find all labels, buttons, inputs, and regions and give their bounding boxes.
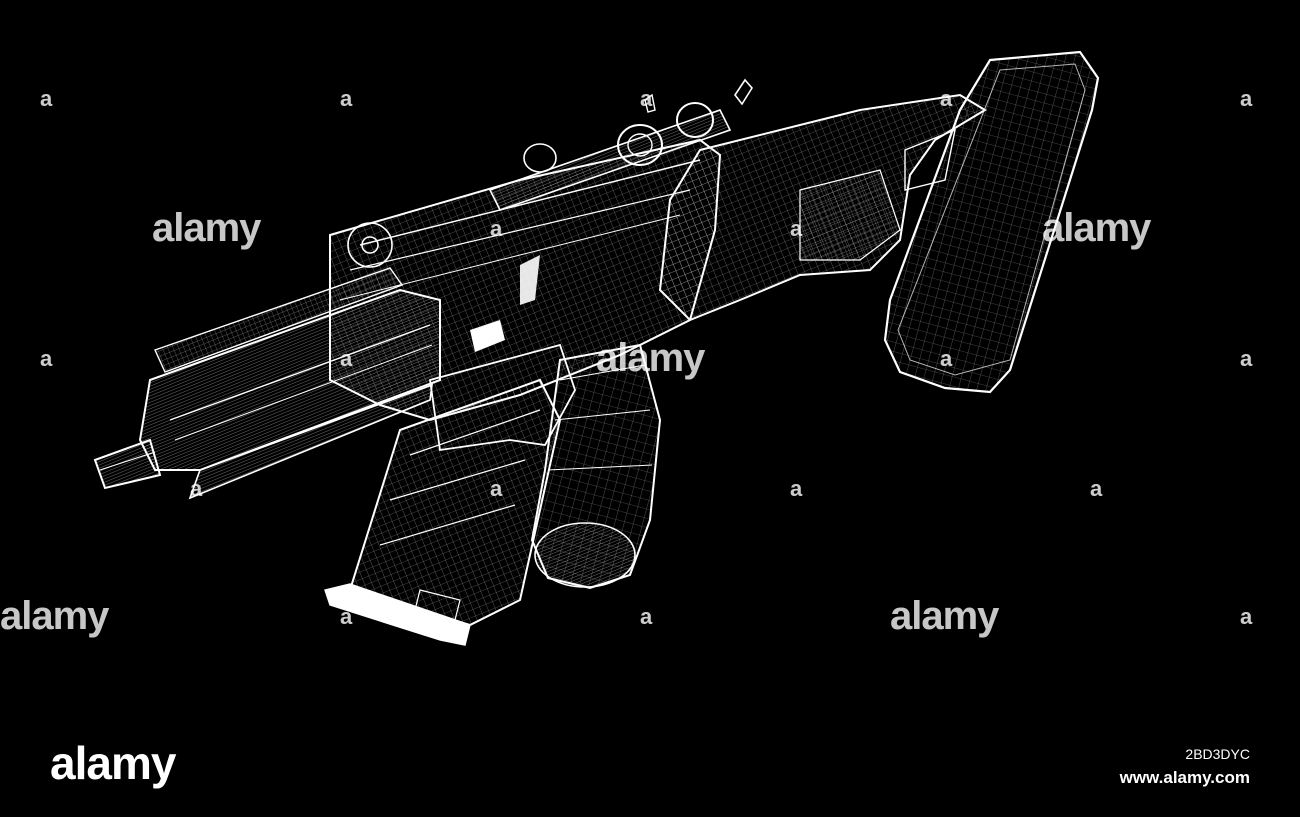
alamy-logo: alamy: [50, 737, 176, 789]
watermark-large: alamy: [1042, 206, 1151, 250]
watermark-small: a: [340, 86, 352, 111]
watermark-small: a: [190, 476, 202, 501]
watermark-small: a: [40, 86, 52, 111]
top-rail-sights: [488, 78, 753, 211]
watermark-small: a: [1240, 86, 1252, 111]
watermark-small: a: [490, 476, 502, 501]
watermark-small: a: [940, 346, 952, 371]
trigger-guard: [428, 343, 576, 452]
watermark-small: a: [640, 604, 652, 629]
watermark-small: a: [790, 216, 802, 241]
watermark-small: a: [790, 476, 802, 501]
stock-buttpad: [883, 50, 1100, 394]
watermark-large: alamy: [0, 594, 109, 638]
watermark-small: a: [940, 86, 952, 111]
watermark-large: alamy: [596, 336, 705, 380]
watermark-small: a: [1240, 346, 1252, 371]
watermark-large: alamy: [152, 206, 261, 250]
watermark-small: a: [490, 216, 502, 241]
handguard: [138, 267, 441, 500]
site-url: www.alamy.com: [1119, 768, 1250, 787]
watermark-small: a: [340, 346, 352, 371]
watermark-large: alamy: [890, 594, 999, 638]
watermark-small: a: [40, 346, 52, 371]
stock-image-id: 2BD3DYC: [1185, 746, 1250, 762]
watermark-small: a: [340, 604, 352, 629]
muzzle-device: [93, 438, 162, 490]
pistol-grip: [530, 343, 662, 590]
watermark-small: a: [1240, 604, 1252, 629]
watermark-small: a: [640, 86, 652, 111]
watermark-small: a: [1090, 476, 1102, 501]
